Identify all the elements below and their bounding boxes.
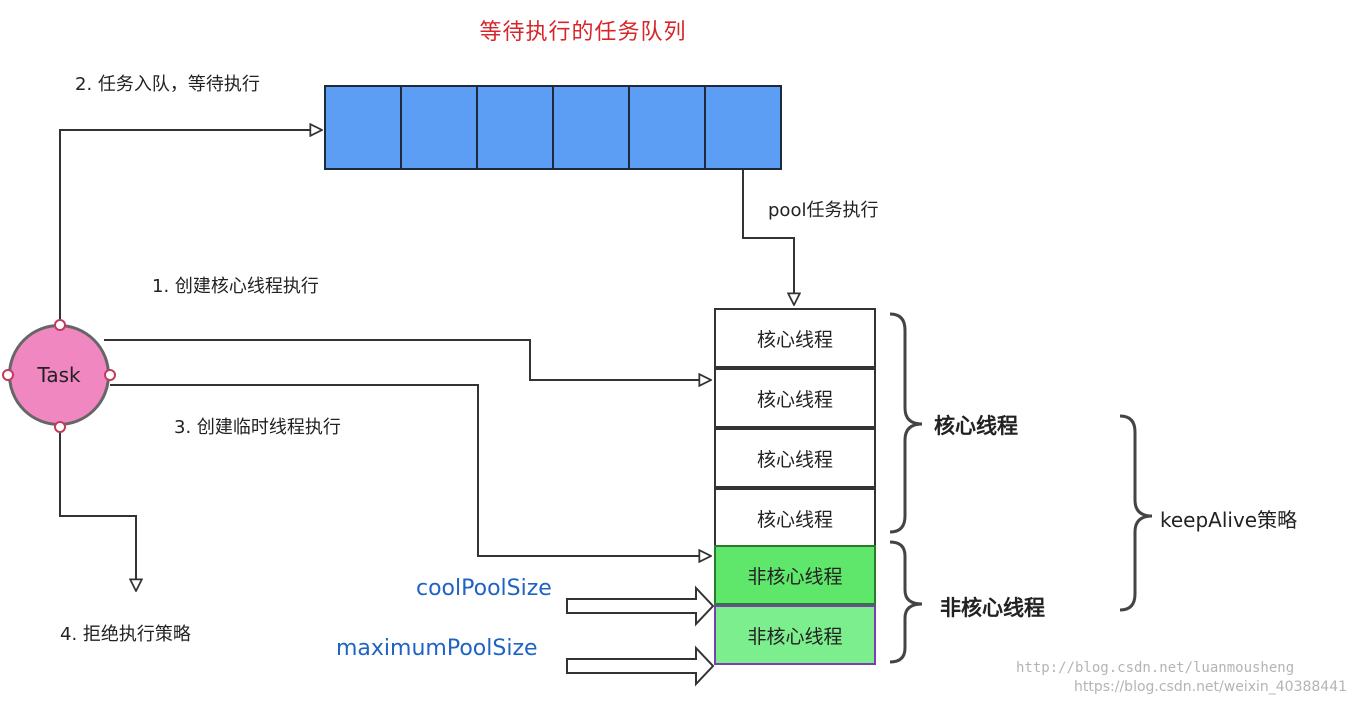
watermark-line1: http://blog.csdn.net/luanmousheng (1016, 660, 1295, 676)
queue-slot (478, 87, 554, 168)
create-core-arrow (104, 339, 711, 380)
pool-exec-arrow (742, 170, 794, 305)
noncore-thread-label: 非核心线程 (747, 565, 843, 588)
enqueue-arrow (59, 130, 322, 325)
core-brace (889, 312, 923, 534)
pool-exec-label: pool任务执行 (768, 200, 879, 221)
core-thread-label: 核心线程 (756, 508, 833, 531)
queue-slot (402, 87, 478, 168)
task-port-top (54, 319, 66, 331)
noncore-thread-box: 非核心线程 (714, 605, 876, 665)
reject-label: 4. 拒绝执行策略 (60, 624, 191, 645)
task-port-bottom (54, 421, 66, 433)
create-temp-label: 3. 创建临时线程执行 (174, 417, 341, 438)
keepalive-brace (1119, 414, 1153, 612)
diagram-title: 等待执行的任务队列 (479, 20, 687, 45)
core-group-label: 核心线程 (934, 414, 1018, 438)
noncore-thread-box: 非核心线程 (714, 545, 876, 605)
cool-pool-size-arrow (566, 585, 715, 627)
core-thread-box: 核心线程 (714, 428, 876, 488)
task-label: Task (37, 363, 81, 387)
queue-slot (326, 87, 402, 168)
task-port-right (104, 369, 116, 381)
noncore-group-label: 非核心线程 (940, 596, 1045, 620)
task-port-left (2, 369, 14, 381)
task-queue (324, 85, 782, 170)
maximum-pool-size-label: maximumPoolSize (336, 636, 538, 661)
create-core-label: 1. 创建核心线程执行 (152, 276, 319, 297)
keepalive-label: keepAlive策略 (1160, 508, 1298, 532)
maximum-pool-size-arrow (566, 645, 715, 687)
queue-slot (630, 87, 706, 168)
enqueue-label: 2. 任务入队，等待执行 (75, 74, 260, 95)
reject-arrow (59, 425, 136, 591)
task-node: Task (8, 324, 110, 426)
core-thread-label: 核心线程 (756, 328, 833, 351)
core-thread-box: 核心线程 (714, 308, 876, 368)
core-thread-label: 核心线程 (756, 448, 833, 471)
create-temp-arrow (110, 384, 711, 556)
noncore-thread-label: 非核心线程 (747, 625, 843, 648)
core-thread-box: 核心线程 (714, 488, 876, 548)
queue-slot (706, 87, 780, 168)
cool-pool-size-label: coolPoolSize (416, 576, 552, 601)
noncore-brace (889, 540, 923, 664)
core-thread-label: 核心线程 (756, 388, 833, 411)
queue-slot (554, 87, 630, 168)
watermark-line2: https://blog.csdn.net/weixin_40388441 (1074, 679, 1348, 695)
core-thread-box: 核心线程 (714, 368, 876, 428)
